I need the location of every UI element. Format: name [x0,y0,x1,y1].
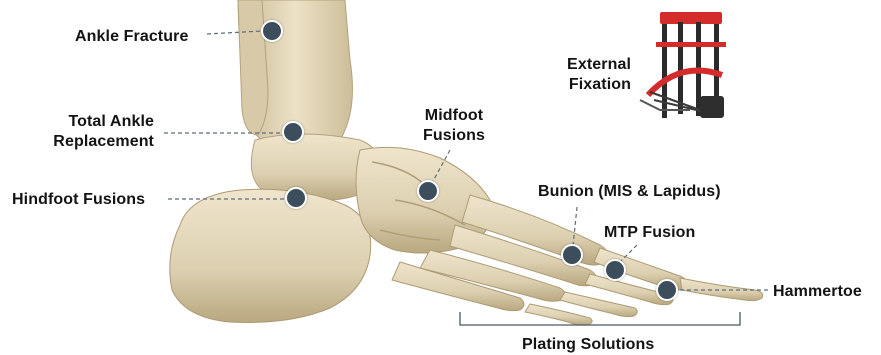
label-plating-solutions: Plating Solutions [522,335,654,355]
marker-midfoot-fusions[interactable] [417,180,439,202]
label-total-ankle-replacement: Total Ankle Replacement [22,112,154,152]
marker-hindfoot-fusions[interactable] [285,187,307,209]
label-mtp-fusion: MTP Fusion [604,223,695,243]
label-line: Fusions [412,126,496,146]
label-external-fixation: External Fixation [543,55,631,95]
plating-bracket [460,312,740,325]
marker-total-ankle-replacement[interactable] [282,121,304,143]
label-ankle-fracture: Ankle Fracture [75,27,188,47]
label-line: Replacement [22,132,154,152]
marker-mtp-fusion[interactable] [604,259,626,281]
label-midfoot-fusions: Midfoot Fusions [412,106,496,146]
calcaneus [170,189,371,322]
marker-ankle-fracture[interactable] [261,20,283,42]
label-bunion: Bunion (MIS & Lapidus) [538,182,721,202]
label-line: Fixation [543,75,631,95]
label-line: External [543,55,631,75]
label-line: Total Ankle [22,112,154,132]
marker-bunion[interactable] [561,244,583,266]
marker-hammertoe[interactable] [656,279,678,301]
label-hindfoot-fusions: Hindfoot Fusions [12,190,145,210]
external-fixator-image [640,12,726,118]
label-line: Midfoot [412,106,496,126]
label-hammertoe: Hammertoe [773,282,862,302]
